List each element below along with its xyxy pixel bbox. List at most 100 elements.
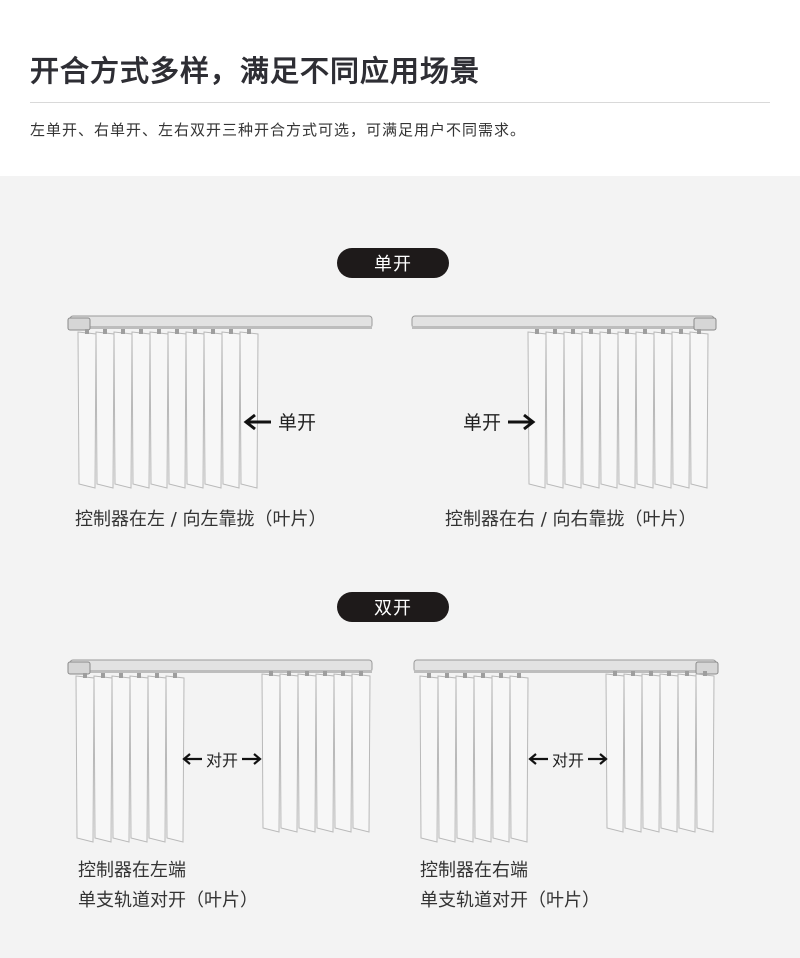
blind-slat [297, 673, 317, 833]
slat-hook [139, 329, 143, 334]
single-right-arrow-text: 单开 [463, 412, 502, 434]
slat-hook [499, 673, 503, 678]
slat-hook [175, 329, 179, 334]
slat-hook [121, 329, 125, 334]
blind-slat [599, 331, 619, 489]
slat-hook [247, 329, 251, 334]
slat-hook [323, 671, 327, 676]
double-left-caption: 控制器在左端 单支轨道对开（叶片） [78, 856, 258, 916]
blind-slat [203, 331, 223, 489]
blind-slat [315, 673, 335, 833]
arrow-left-icon [528, 753, 548, 765]
blind-slat [239, 331, 259, 489]
slat-hook [553, 329, 557, 334]
single-left-arrow-text: 单开 [278, 412, 317, 434]
double-open-badge: 双开 [337, 592, 449, 622]
slat-hook [305, 671, 309, 676]
double-right-caption-line2: 单支轨道对开（叶片） [420, 890, 600, 911]
blind-slat [279, 673, 299, 833]
blind-slat [491, 675, 511, 843]
single-right-arrow-label: 单开 [463, 408, 537, 435]
blind-slat [261, 673, 281, 833]
blind-slat [437, 675, 457, 843]
header: 开合方式多样，满足不同应用场景 左单开、右单开、左右双开三种开合方式可选，可满足… [0, 0, 800, 176]
slat-hook [359, 671, 363, 676]
blind-slat [581, 331, 601, 489]
slat-hook [103, 329, 107, 334]
single-right-illustration [410, 312, 720, 494]
slat-hook [85, 329, 89, 334]
blind-slat [689, 331, 709, 489]
blind-slat [641, 673, 661, 833]
slat-hook [101, 673, 105, 678]
slat-hook [341, 671, 345, 676]
blind-right-double-svg [413, 659, 719, 843]
blind-slat [113, 331, 133, 489]
blind-slat [509, 675, 529, 843]
blind-slat [677, 673, 697, 833]
double-right-caption-line1: 控制器在右端 [420, 860, 528, 881]
blind-slat [111, 675, 131, 843]
double-right-caption: 控制器在右端 单支轨道对开（叶片） [420, 856, 600, 916]
rail [413, 659, 719, 675]
slat-hook [83, 673, 87, 678]
double-left-caption-line2: 单支轨道对开（叶片） [78, 890, 258, 911]
blind-slat [419, 675, 439, 843]
blind-slat [129, 675, 149, 843]
slat-hook [607, 329, 611, 334]
blind-slat [635, 331, 655, 489]
blind-slat [623, 673, 643, 833]
rail [411, 315, 717, 331]
double-left-caption-line1: 控制器在左端 [78, 860, 186, 881]
blind-slat [131, 331, 151, 489]
blind-left-double-svg [67, 659, 373, 843]
blind-slat [77, 331, 97, 489]
arrow-left-icon [182, 753, 202, 765]
double-left-arrow-label: 对开 [181, 747, 263, 771]
slat-hook [211, 329, 215, 334]
double-left-arrow-text: 对开 [206, 751, 239, 770]
slat-hook [517, 673, 521, 678]
slat-hook [481, 673, 485, 678]
slat-hook [427, 673, 431, 678]
slat-hook [667, 671, 671, 676]
blind-slat [351, 673, 371, 833]
rail [67, 315, 373, 331]
blind-slat [653, 331, 673, 489]
double-left-illustration [67, 656, 378, 846]
blind-slat [75, 675, 95, 843]
page-subtitle: 左单开、右单开、左右双开三种开合方式可选，可满足用户不同需求。 [30, 121, 527, 139]
rail [67, 659, 373, 675]
blind-slat [659, 673, 679, 833]
single-left-caption: 控制器在左 / 向左靠拢（叶片） [75, 509, 327, 530]
slat-hook [287, 671, 291, 676]
blind-left-single-svg [67, 315, 373, 489]
double-right-arrow-label: 对开 [527, 747, 609, 771]
double-right-illustration [412, 656, 722, 846]
single-left-illustration [67, 312, 378, 494]
slat-hook [703, 671, 707, 676]
blind-slat [221, 331, 241, 489]
slat-hook [137, 673, 141, 678]
blind-slat [93, 675, 113, 843]
single-open-badge: 单开 [337, 248, 449, 278]
slat-hook [679, 329, 683, 334]
slat-hook [229, 329, 233, 334]
blind-slat [563, 331, 583, 489]
blind-slat [671, 331, 691, 489]
blind-slat [149, 331, 169, 489]
slat-hook [649, 671, 653, 676]
slat-hook [685, 671, 689, 676]
slat-hook [173, 673, 177, 678]
arrow-left-icon [243, 413, 271, 430]
blind-slat [185, 331, 205, 489]
blind-slat [95, 331, 115, 489]
blind-slat [165, 675, 185, 843]
divider [30, 102, 770, 103]
slat-hook [535, 329, 539, 334]
blind-slat [605, 673, 625, 833]
page-title: 开合方式多样，满足不同应用场景 [30, 54, 481, 88]
arrow-right-icon [242, 753, 262, 765]
slat-hook [269, 671, 273, 676]
single-left-arrow-label: 单开 [242, 408, 316, 435]
